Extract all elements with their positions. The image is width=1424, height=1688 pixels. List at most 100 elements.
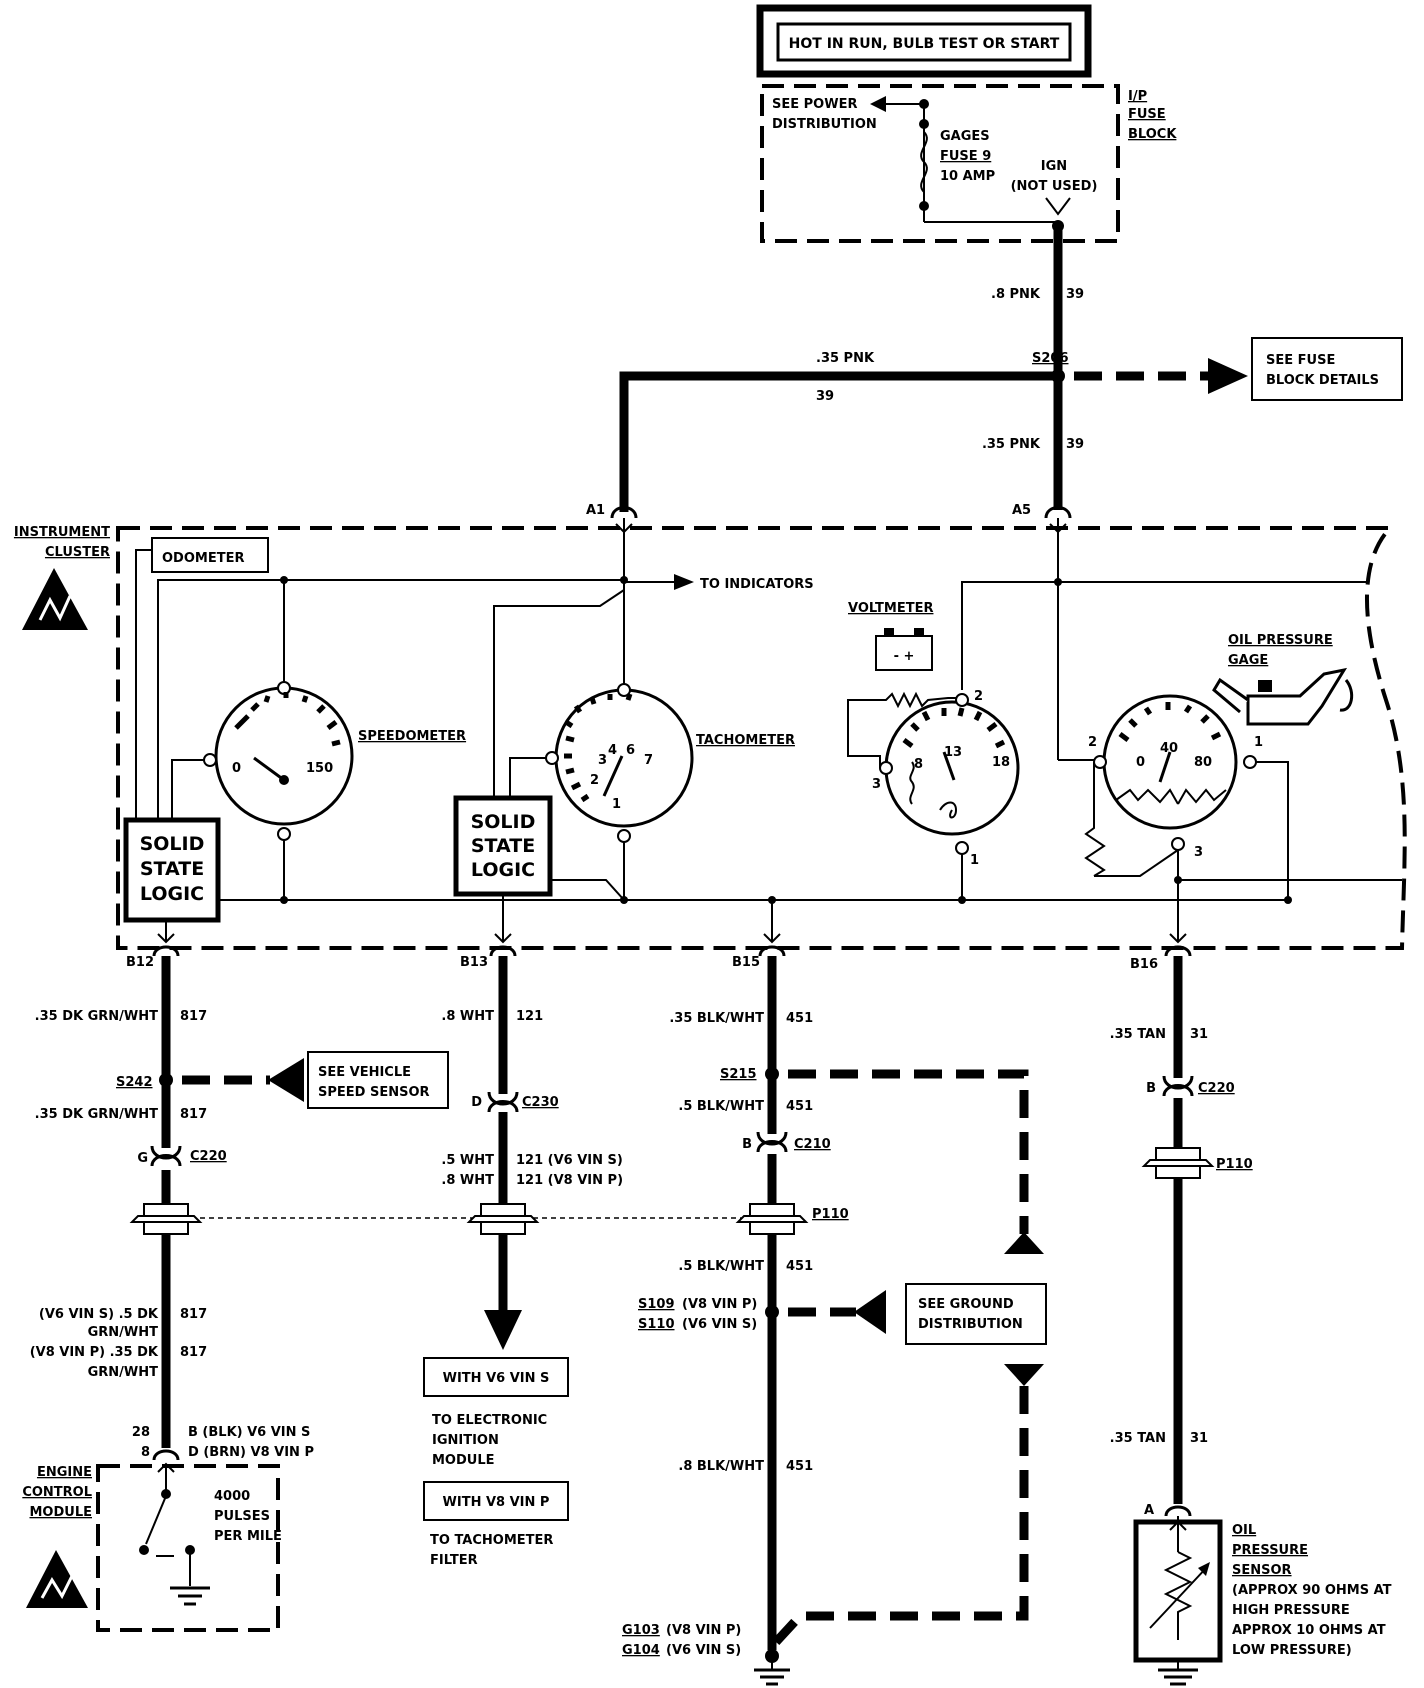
- v8-dest-1: TO TACHOMETER: [430, 1533, 553, 1548]
- see-vss-box: [307, 1051, 449, 1109]
- col3-w2-gauge: .5 BLK/WHT: [678, 1099, 764, 1114]
- connector-c210: [756, 1131, 788, 1153]
- col1-conn: C220: [190, 1149, 227, 1164]
- wire-pnk-gauge-3: .35 PNK: [982, 437, 1041, 452]
- oil-term-2: 2: [1088, 735, 1097, 750]
- see-ground-label-2: DISTRIBUTION: [918, 1317, 1023, 1332]
- v6-box: [423, 1357, 569, 1397]
- ign-label: IGN: [1041, 159, 1067, 174]
- sensor-label-1: OIL: [1232, 1523, 1256, 1538]
- col3-conn: C210: [794, 1137, 831, 1152]
- wire-pnk-gauge-2: .35 PNK: [816, 351, 875, 366]
- ground-g103: G103: [622, 1623, 660, 1638]
- splice-s109-desc: (V8 VIN P): [682, 1297, 757, 1312]
- ecm-pin-desc-2: D (BRN) V8 VIN P: [188, 1445, 314, 1460]
- wire-pnk-circuit-3: 39: [1066, 437, 1084, 452]
- ssl-mid-3: LOGIC: [471, 859, 535, 881]
- oil-scale-40: 40: [1160, 741, 1178, 756]
- see-ground-label-1: SEE GROUND: [918, 1297, 1014, 1312]
- solid-state-logic-middle: [453, 795, 553, 897]
- ecm-label-2: CONTROL: [22, 1485, 92, 1500]
- ecm-label-3: MODULE: [30, 1505, 93, 1520]
- wire-pnk-gauge-1: .8 PNK: [991, 287, 1041, 302]
- col3-w1-circuit: 451: [786, 1011, 813, 1026]
- col4-conn-pin: B: [1146, 1081, 1156, 1096]
- see-fuse-label-2: BLOCK DETAILS: [1266, 373, 1379, 388]
- col2-w2-gauge: .5 WHT: [441, 1153, 494, 1168]
- ground-g104: G104: [622, 1643, 660, 1658]
- oil-scale-80: 80: [1194, 755, 1212, 770]
- v6-dest-2: IGNITION: [432, 1433, 499, 1448]
- grommet-p110-col4: [1141, 1147, 1215, 1179]
- svg-text:- +: - +: [894, 649, 915, 664]
- ecm-label-1: ENGINE: [37, 1465, 92, 1480]
- sensor-note-2: HIGH PRESSURE: [1232, 1603, 1350, 1618]
- col1-v6-1: (V6 VIN S) .5 DK: [39, 1307, 159, 1322]
- ground-g104-desc: (V6 VIN S): [666, 1643, 741, 1658]
- sensor-label-3: SENSOR: [1232, 1563, 1292, 1578]
- instrument-cluster-outline: [116, 526, 1407, 950]
- col1-w2-circuit: 817: [180, 1107, 207, 1122]
- esd-warning-icon-ecm: [26, 1550, 88, 1608]
- speedo-scale-0: 0: [232, 761, 241, 776]
- ssl-mid-1: SOLID: [471, 811, 536, 833]
- connector-b16: B16: [1130, 957, 1158, 972]
- sensor-note-3: APPROX 10 OHMS AT: [1232, 1623, 1386, 1638]
- col3-w4-gauge: .8 BLK/WHT: [678, 1459, 764, 1474]
- grommet-p110-col1: [129, 1203, 203, 1235]
- battery-icon: - +: [875, 628, 933, 671]
- col1-v8-1: (V8 VIN P) .35 DK: [30, 1345, 159, 1360]
- ecm-outline: [96, 1464, 280, 1632]
- voltmeter-label: VOLTMETER: [848, 601, 933, 616]
- connector-c230: [487, 1091, 519, 1113]
- v6-dest-3: MODULE: [432, 1453, 495, 1468]
- tach-scale-4: 4: [608, 743, 617, 758]
- v6-dest-1: TO ELECTRONIC: [432, 1413, 547, 1428]
- oil-gage-label-2: GAGE: [1228, 653, 1268, 668]
- solid-state-logic-left: [123, 817, 221, 923]
- connector-c220-col1: [150, 1145, 182, 1167]
- grommet-p110-col3: [735, 1203, 809, 1235]
- oil-term-3: 3: [1194, 845, 1203, 860]
- ssl-left-2: STATE: [140, 858, 204, 880]
- fuse-label-2: FUSE 9: [940, 149, 991, 164]
- ecm-pin-28: 28: [132, 1425, 150, 1440]
- fuse-label-1: GAGES: [940, 129, 990, 144]
- ground-icon-col4: [1158, 1660, 1198, 1686]
- connector-b12: B12: [126, 955, 154, 970]
- col4-p110: P110: [1216, 1157, 1253, 1172]
- splice-s206: S206: [1032, 351, 1069, 366]
- arrow-left-icon: [854, 1290, 886, 1334]
- col3-w3-circuit: 451: [786, 1259, 813, 1274]
- tach-scale-2: 2: [590, 773, 599, 788]
- col3-w3-gauge: .5 BLK/WHT: [678, 1259, 764, 1274]
- see-fuse-box: [1251, 337, 1403, 401]
- ecm-pin-desc-1: B (BLK) V6 VIN S: [188, 1425, 310, 1440]
- see-vss-label-1: SEE VEHICLE: [318, 1065, 411, 1080]
- grommet-p110-col2: [466, 1203, 540, 1235]
- col3-w1-gauge: .35 BLK/WHT: [669, 1011, 764, 1026]
- col1-w1-gauge: .35 DK GRN/WHT: [35, 1009, 158, 1024]
- col1-v6-2: GRN/WHT: [88, 1325, 159, 1340]
- tach-scale-3: 3: [598, 753, 607, 768]
- oil-can-icon: [1212, 667, 1354, 726]
- col4-w2-circuit: 31: [1190, 1431, 1208, 1446]
- tachometer-label: TACHOMETER: [696, 733, 795, 748]
- fuse-icon: [920, 131, 928, 193]
- volt-term-3: 3: [872, 777, 881, 792]
- col4-pin-a: A: [1144, 1503, 1154, 1518]
- col2-w1-circuit: 121: [516, 1009, 543, 1024]
- ground-g103-desc: (V8 VIN P): [666, 1623, 741, 1638]
- col1-v8-circuit: 817: [180, 1345, 207, 1360]
- col2-w3-circuit: 121 (V8 VIN P): [516, 1173, 623, 1188]
- oil-pressure-gauge: 0 40 80 2 1 3: [1088, 694, 1263, 860]
- see-fuse-label-1: SEE FUSE: [1266, 353, 1335, 368]
- col1-w1-circuit: 817: [180, 1009, 207, 1024]
- hot-in-run-box: HOT IN RUN, BULB TEST OR START: [756, 4, 1092, 78]
- pulses-label-2: PULSES: [214, 1509, 270, 1524]
- see-power-label-2: DISTRIBUTION: [772, 117, 877, 132]
- sensor-label-2: PRESSURE: [1232, 1543, 1308, 1558]
- connector-b13: B13: [460, 955, 488, 970]
- ground-icon: [170, 1586, 210, 1606]
- connector-b15: B15: [732, 955, 760, 970]
